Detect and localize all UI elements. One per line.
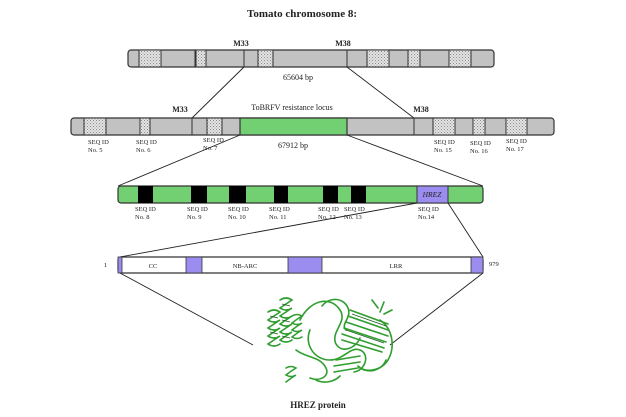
marker-label-m38: M38 — [413, 105, 429, 114]
protein-domain-bar — [117, 256, 484, 274]
dotted-segment — [432, 117, 456, 136]
seq-id-label: SEQ ID No. 8 — [135, 206, 156, 221]
connector-line — [389, 272, 484, 346]
length-label-level2: 67912 bp — [278, 141, 308, 150]
linker-region — [470, 256, 484, 274]
length-label-level1: 65604 bp — [283, 73, 313, 82]
svg-text:No. 7: No. 7 — [203, 145, 218, 152]
svg-text:No. 15: No. 15 — [434, 147, 452, 154]
seq-id-label: SEQ ID No. 6 — [136, 139, 157, 154]
seq-id-label: SEQ ID No. 10 — [228, 206, 249, 221]
locus-label: ToBRFV resistance locus — [251, 103, 333, 112]
protein-structure-image — [266, 297, 393, 383]
dotted-segment — [138, 49, 162, 68]
connector-line — [447, 202, 484, 258]
dotted-segment — [448, 49, 472, 68]
svg-text:No. 11: No. 11 — [269, 214, 286, 221]
diagram-title: Tomato chromosome 8: — [247, 8, 357, 20]
nb-arc-domain-label: NB-ARC — [233, 263, 258, 270]
seq-id-label: SEQ ID No. 15 — [434, 139, 455, 154]
connector-line — [346, 66, 415, 119]
connector-line — [191, 66, 245, 119]
connector-line — [119, 272, 254, 346]
dotted-segment — [472, 117, 486, 136]
seq-id-label: SEQ ID No.14 — [418, 206, 439, 221]
dotted-segment — [407, 49, 421, 68]
svg-text:SEQ ID: SEQ ID — [344, 206, 365, 213]
locus-bar-outline — [117, 185, 484, 204]
connector-line — [119, 202, 418, 258]
cc-domain-label: CC — [149, 263, 158, 270]
dotted-segment — [257, 49, 274, 68]
protein-structure-label: HREZ protein — [290, 400, 346, 410]
connector-line — [117, 134, 241, 187]
svg-text:No. 16: No. 16 — [470, 148, 488, 155]
hrez-gene-label: HREZ — [422, 190, 443, 199]
resistance-locus-segment — [239, 117, 348, 136]
svg-text:No. 13: No. 13 — [344, 214, 362, 221]
svg-text:No. 12: No. 12 — [318, 214, 336, 221]
linker-region — [287, 256, 323, 274]
svg-text:No. 17: No. 17 — [506, 146, 524, 153]
gene-block — [191, 186, 207, 203]
seq-id-label: SEQ ID No. 16 — [470, 140, 491, 155]
svg-text:No. 5: No. 5 — [88, 147, 102, 154]
protein-structure-shading — [269, 303, 387, 344]
dotted-segment — [83, 117, 107, 136]
lrr-domain-label: LRR — [390, 263, 403, 270]
dotted-segment — [366, 49, 390, 68]
gene-block — [138, 186, 153, 203]
svg-text:SEQ ID: SEQ ID — [135, 206, 156, 213]
seq-id-label: SEQ ID No. 13 — [344, 206, 365, 221]
svg-text:SEQ ID: SEQ ID — [187, 206, 208, 213]
svg-text:SEQ ID: SEQ ID — [88, 139, 109, 146]
protein-start-label: 1 — [104, 262, 107, 269]
svg-text:No. 10: No. 10 — [228, 214, 246, 221]
svg-text:SEQ ID: SEQ ID — [470, 140, 491, 147]
svg-text:No.14: No.14 — [418, 214, 435, 221]
hrez-gene-block — [416, 185, 449, 204]
gene-block — [274, 186, 288, 203]
seq-id-label: SEQ ID No. 5 — [88, 139, 109, 154]
protein-end-label: 979 — [489, 261, 499, 268]
gene-block — [351, 186, 366, 203]
marker-label-m33: M33 — [172, 105, 188, 114]
locus-bar-level3 — [117, 185, 484, 204]
svg-text:SEQ ID: SEQ ID — [228, 206, 249, 213]
linker-region — [185, 256, 203, 274]
linker-region — [117, 256, 123, 274]
chromosome-bar-level2 — [70, 117, 555, 136]
dotted-segment — [505, 117, 528, 136]
seq-id-label: SEQ ID No. 7 — [203, 137, 224, 152]
svg-text:No. 9: No. 9 — [187, 214, 201, 221]
dotted-segment — [195, 49, 207, 68]
connector-line — [346, 134, 484, 187]
seq-id-label: SEQ ID No. 9 — [187, 206, 208, 221]
gene-block — [229, 186, 246, 203]
marker-label-m38: M38 — [335, 39, 351, 48]
svg-text:SEQ ID: SEQ ID — [418, 206, 439, 213]
svg-text:No. 6: No. 6 — [136, 147, 151, 154]
chromosome-bar-1-outline — [127, 49, 495, 68]
svg-text:SEQ ID: SEQ ID — [203, 137, 224, 144]
svg-text:SEQ ID: SEQ ID — [318, 206, 339, 213]
gene-block — [323, 186, 338, 203]
seq-id-label: SEQ ID No. 17 — [506, 138, 527, 153]
seq-id-label: SEQ ID No. 12 — [318, 206, 339, 221]
svg-text:SEQ ID: SEQ ID — [136, 139, 157, 146]
svg-text:No. 8: No. 8 — [135, 214, 149, 221]
svg-text:SEQ ID: SEQ ID — [434, 139, 455, 146]
seq-id-label: SEQ ID No. 11 — [269, 206, 290, 221]
svg-text:SEQ ID: SEQ ID — [269, 206, 290, 213]
svg-text:SEQ ID: SEQ ID — [506, 138, 527, 145]
marker-label-m33: M33 — [233, 39, 249, 48]
chromosome-bar-level1 — [127, 49, 495, 68]
dotted-segment — [139, 117, 151, 136]
dotted-segment — [206, 117, 223, 136]
